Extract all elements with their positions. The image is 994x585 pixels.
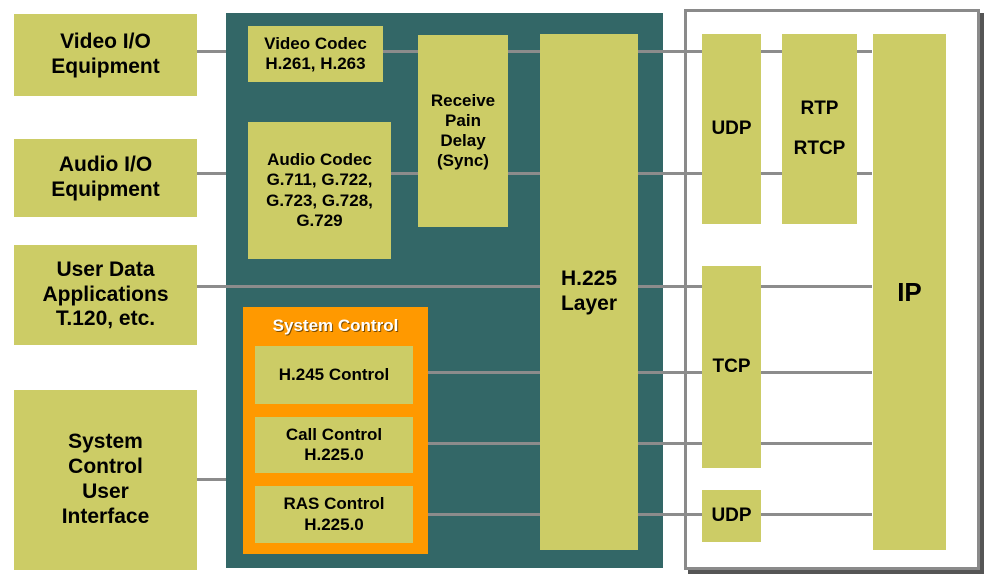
- ras-control: RAS Control H.225.0: [255, 486, 413, 543]
- line-sysui: [196, 478, 226, 481]
- audio-io-equipment: Audio I/O Equipment: [14, 139, 197, 217]
- user-data-applications: User Data Applications T.120, etc.: [14, 245, 197, 345]
- call-control: Call Control H.225.0: [255, 417, 413, 473]
- line-call-over: [410, 442, 872, 445]
- line-ras-over: [410, 513, 872, 516]
- udp-top: UDP: [702, 34, 761, 224]
- rtp-rtcp: RTP RTCP: [782, 34, 857, 224]
- h225-layer: H.225 Layer: [540, 34, 638, 550]
- system-control-title: System Control: [272, 316, 399, 335]
- tcp: TCP: [702, 266, 761, 468]
- video-codec: Video Codec H.261, H.263: [248, 26, 383, 82]
- ip: IP: [873, 34, 946, 550]
- h245-control: H.245 Control: [255, 346, 413, 404]
- udp-bottom: UDP: [702, 490, 761, 542]
- system-control-user-interface: System Control User Interface: [14, 390, 197, 570]
- audio-codec: Audio Codec G.711, G.722, G.723, G.728, …: [248, 122, 391, 259]
- video-io-equipment: Video I/O Equipment: [14, 14, 197, 96]
- line-h245-over: [410, 371, 872, 374]
- receive-path-delay: Receive Pain Delay (Sync): [418, 35, 508, 227]
